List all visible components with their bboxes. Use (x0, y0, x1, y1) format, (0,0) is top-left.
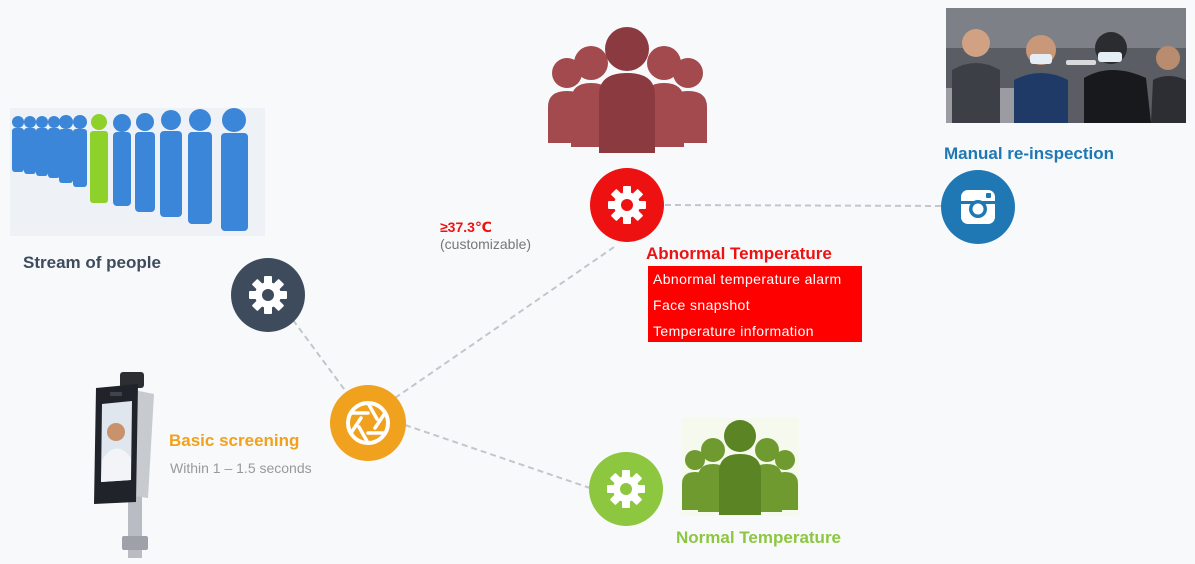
basic-screening-duration: Within 1 – 1.5 seconds (170, 460, 312, 476)
gear-icon (249, 276, 287, 314)
threshold-customizable-note: (customizable) (440, 236, 532, 252)
abnormal-temperature-node (590, 168, 664, 242)
normal-group-illustration (681, 418, 799, 516)
normal-temperature-node (589, 452, 663, 526)
basic-screening-label: Basic screening (169, 431, 300, 450)
instagram-camera-icon (961, 190, 995, 224)
abnormal-action-item: Abnormal temperature alarm (653, 271, 842, 287)
crowd-queue-illustration (10, 108, 265, 236)
gear-icon (607, 470, 645, 508)
manual-inspection-photo (946, 8, 1186, 123)
stream-label: Stream of people (23, 253, 161, 272)
abnormal-action-item: Face snapshot (653, 297, 751, 313)
camera-shutter-icon (346, 401, 390, 445)
normal-temperature-label: Normal Temperature (676, 528, 842, 547)
line-abnormal-to-manual (664, 204, 943, 207)
basic-screening-node (330, 385, 406, 461)
line-stream-to-basic (292, 319, 348, 394)
gear-icon (608, 186, 646, 224)
stream-node (231, 258, 305, 332)
abnormal-action-item: Temperature information (653, 323, 814, 339)
line-basic-to-abnormal (394, 244, 618, 399)
screening-device-image (94, 372, 154, 558)
manual-reinspection-label: Manual re-inspection (944, 144, 1115, 163)
temperature-threshold: ≥37.3℃ (440, 219, 492, 235)
line-basic-to-normal (404, 424, 591, 489)
abnormal-temperature-label: Abnormal Temperature (646, 244, 832, 263)
manual-reinspection-node (941, 170, 1015, 244)
abnormal-group-illustration (548, 27, 707, 153)
abnormal-actions-box: Abnormal temperature alarm Face snapshot… (648, 266, 862, 342)
